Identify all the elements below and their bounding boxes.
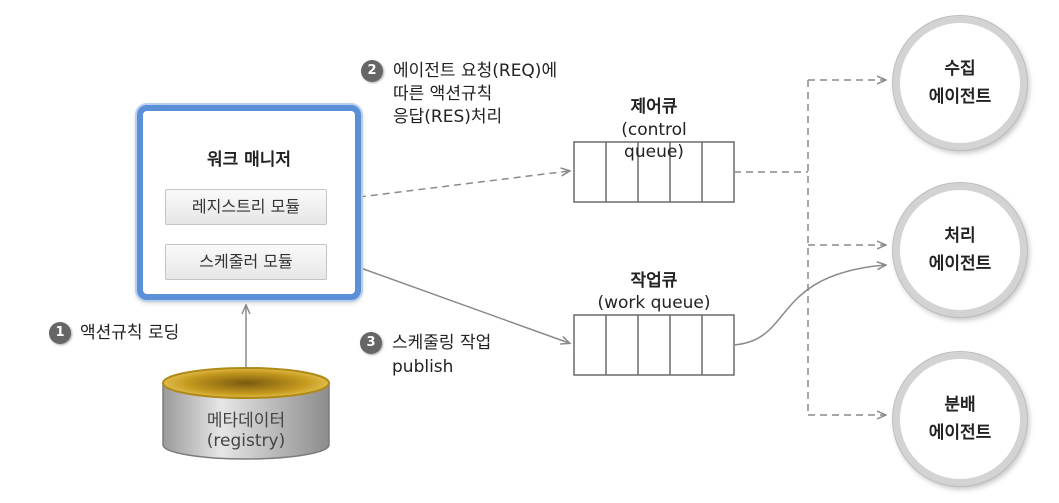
work-queue-shape bbox=[573, 314, 735, 376]
distribution-agent: 분배 에이전트 bbox=[893, 352, 1027, 486]
registry-module: 레지스트리 모듈 bbox=[165, 189, 327, 225]
control-queue-fanout bbox=[734, 80, 885, 415]
control-queue-subtitle-2: queue) bbox=[624, 142, 684, 162]
work-queue-title: 작업큐 bbox=[630, 271, 678, 291]
step-1-badge: 1 bbox=[49, 322, 71, 344]
scheduler-module: 스케줄러 모듈 bbox=[165, 244, 327, 280]
collection-agent: 수집 에이전트 bbox=[893, 16, 1027, 150]
step-2-line-1: 에이전트 요청(REQ)에 bbox=[393, 61, 558, 81]
metadata-label: 메타데이터 bbox=[206, 411, 286, 431]
step-3-badge: 3 bbox=[360, 332, 382, 354]
processing-agent: 처리 에이전트 bbox=[893, 183, 1027, 317]
work-manager-box: 워크 매니저 레지스트리 모듈 스케줄러 모듈 bbox=[137, 105, 361, 300]
processing-agent-line-2: 에이전트 bbox=[928, 254, 992, 274]
collection-agent-line-2: 에이전트 bbox=[928, 87, 992, 107]
work-manager-title: 워크 매니저 bbox=[206, 150, 292, 170]
registry-label: (registry) bbox=[206, 431, 286, 451]
distribution-agent-line-1: 분배 bbox=[944, 395, 976, 415]
step-3-line-1: 스케줄링 작업 bbox=[392, 333, 492, 353]
processing-agent-line-1: 처리 bbox=[944, 226, 976, 246]
control-queue-title: 제어큐 bbox=[630, 97, 678, 117]
step-2-line-3: 응답(RES)처리 bbox=[393, 107, 503, 127]
collection-agent-line-1: 수집 bbox=[944, 59, 976, 79]
distribution-agent-line-2: 에이전트 bbox=[928, 423, 992, 443]
arrow-registry-to-control-queue bbox=[334, 171, 569, 201]
step-2-badge: 2 bbox=[361, 60, 383, 82]
step-2-line-2: 따른 액션규칙 bbox=[393, 84, 493, 104]
arrow-scheduler-to-work-queue bbox=[332, 257, 569, 343]
control-queue-shape bbox=[573, 141, 735, 203]
step-1-text: 액션규칙 로딩 bbox=[80, 323, 180, 343]
control-queue-subtitle-1: (control bbox=[621, 120, 687, 140]
step-3-line-2: publish bbox=[392, 357, 454, 377]
arrow-work-queue-to-processing-agent bbox=[733, 265, 885, 346]
work-queue-subtitle: (work queue) bbox=[597, 293, 711, 313]
